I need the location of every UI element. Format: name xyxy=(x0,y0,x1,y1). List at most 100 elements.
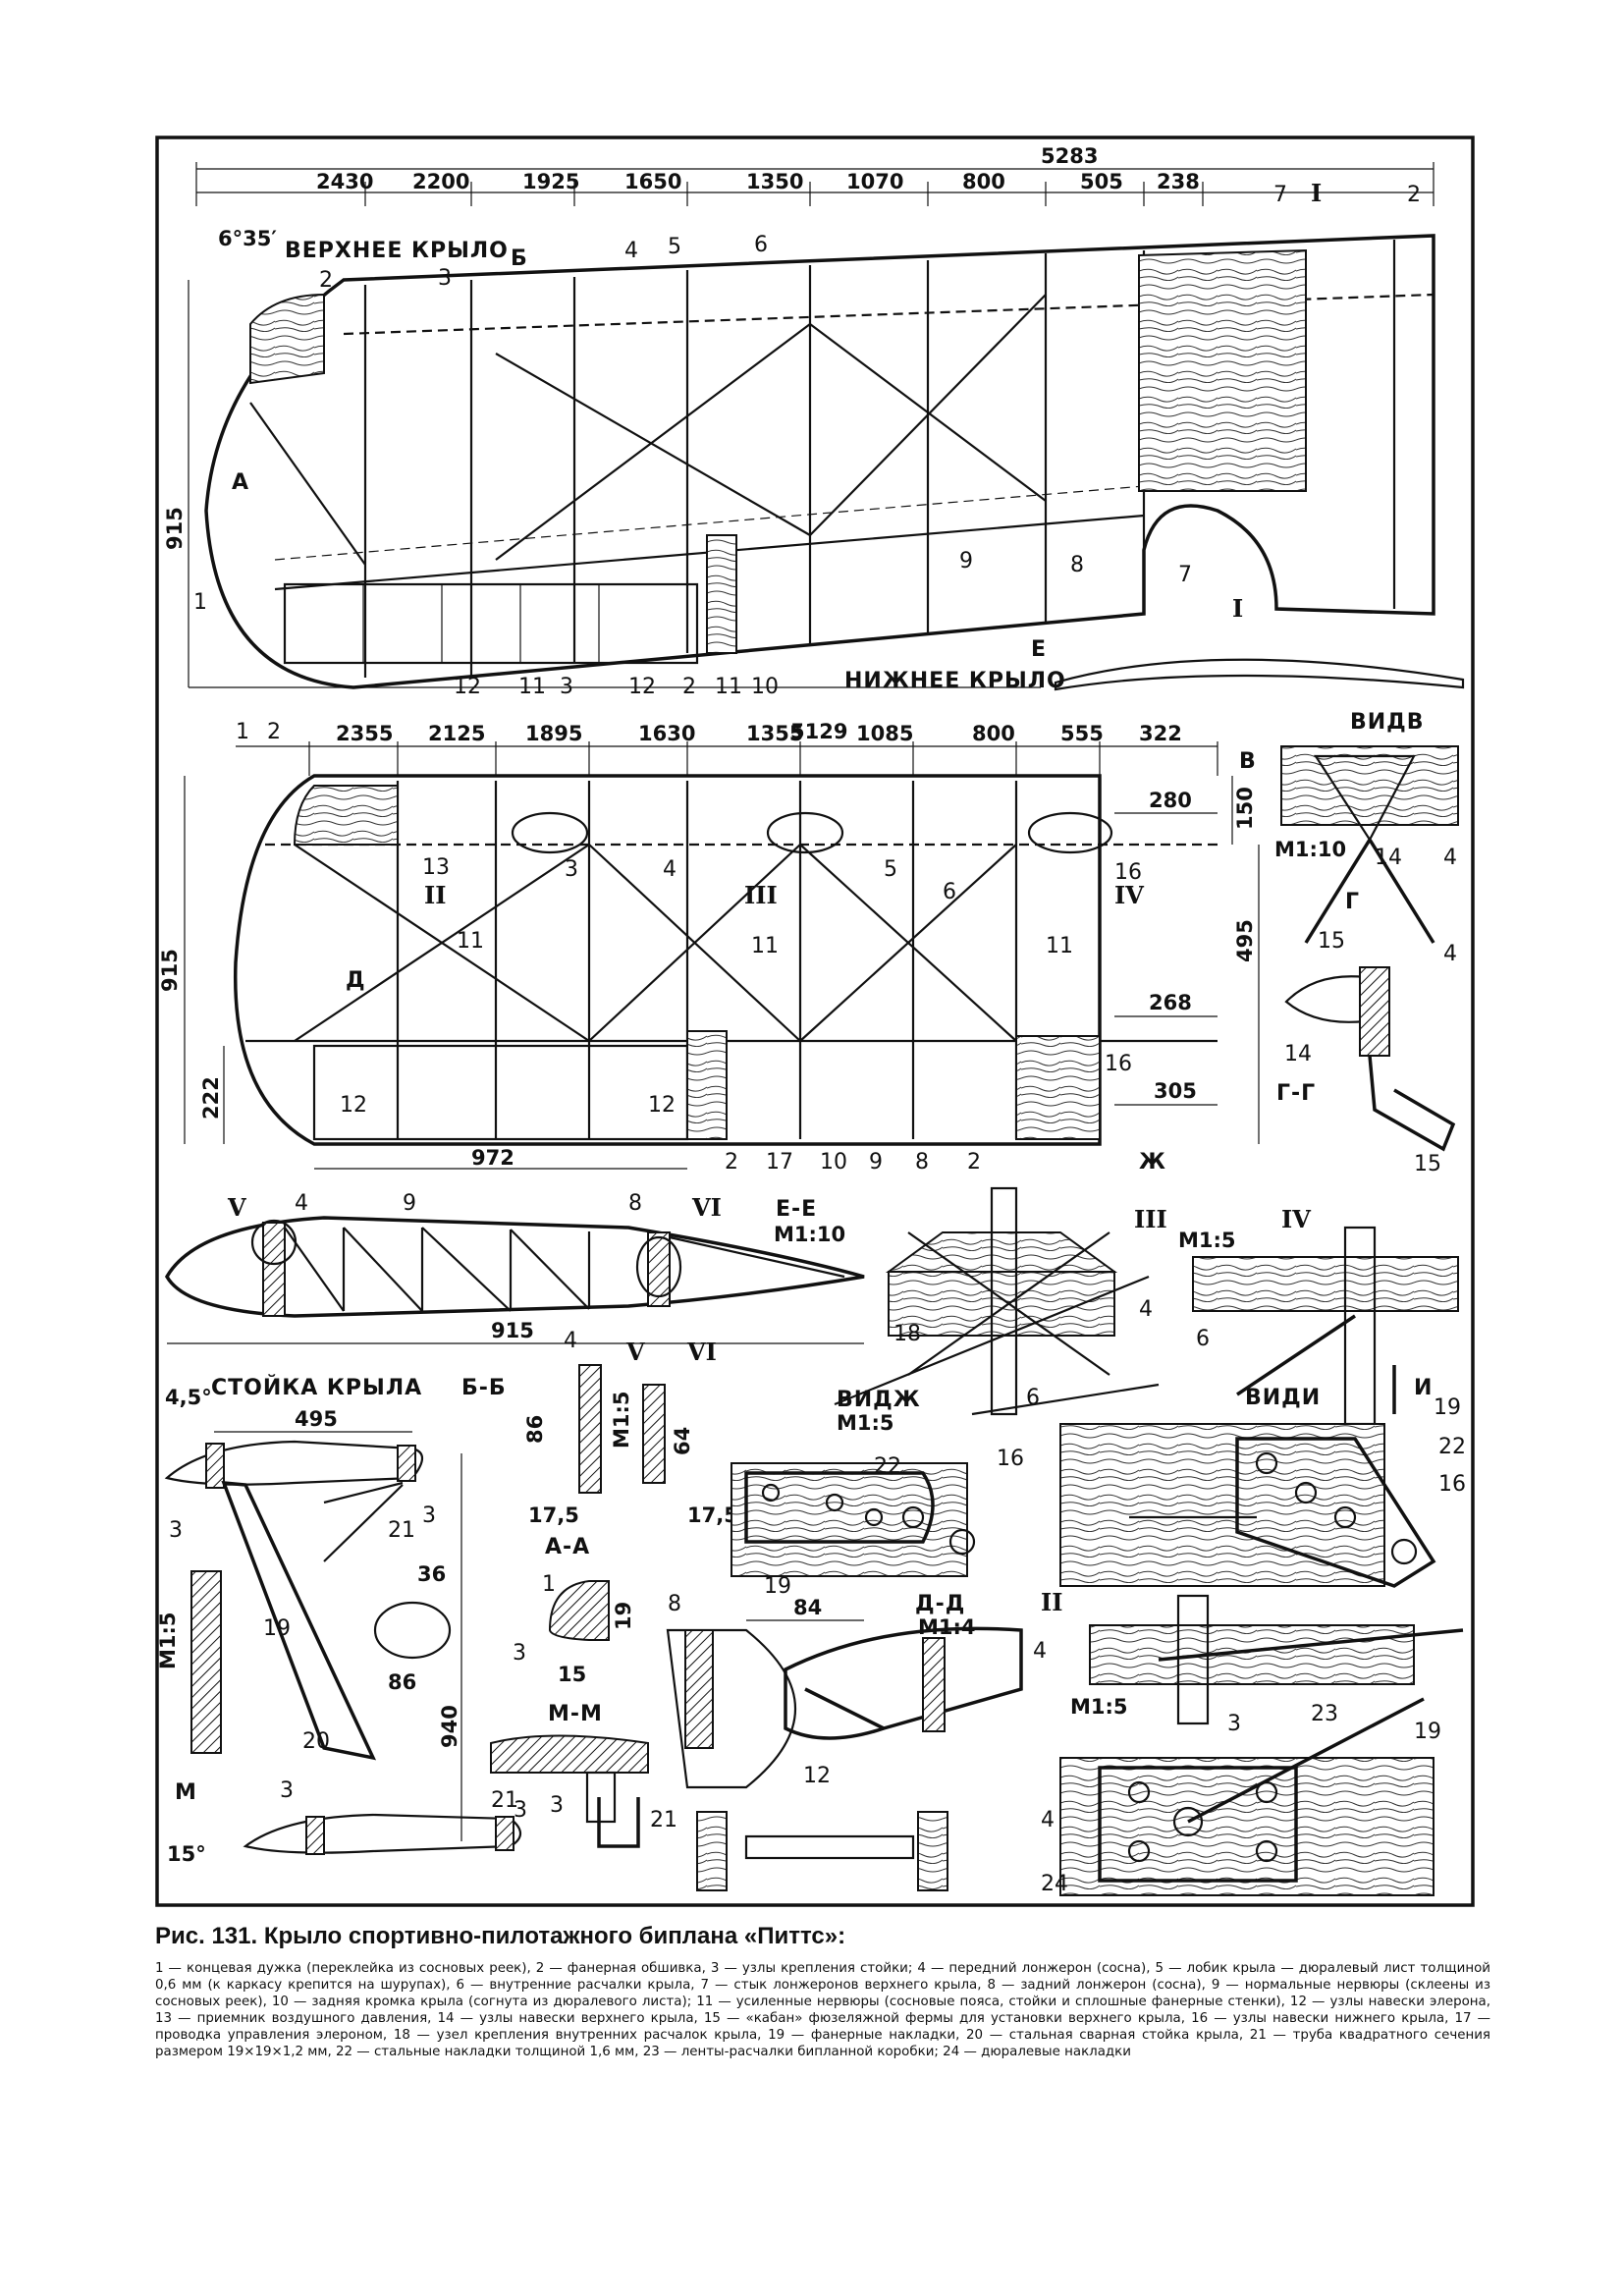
callout: 12 xyxy=(454,675,481,699)
callout: 18 xyxy=(893,1322,921,1346)
callout: 9 xyxy=(869,1150,883,1175)
callout: 11 xyxy=(457,929,484,954)
section-mm-title: М-М xyxy=(548,1702,603,1726)
callout: 16 xyxy=(1105,1052,1132,1076)
upper-span-total: 5283 xyxy=(1041,144,1098,168)
callout: 23 xyxy=(1311,1702,1338,1726)
callout: 9 xyxy=(959,549,973,574)
callout: 2 xyxy=(682,675,696,699)
upper-wing-angle: 6°35′ xyxy=(218,227,277,250)
section-mark-b: Б xyxy=(511,246,528,271)
detail-ii-scale: М1:5 xyxy=(1070,1695,1128,1719)
drawing-frame xyxy=(155,136,1475,1907)
strut-mark-m: М xyxy=(175,1780,197,1805)
callout: 6 xyxy=(943,880,956,904)
callout: 11 xyxy=(751,934,779,958)
upper-wing-title: ВЕРХНЕЕ КРЫЛО xyxy=(285,239,509,263)
callout: 22 xyxy=(1438,1435,1466,1459)
callout: 8 xyxy=(1070,553,1084,577)
lower-dim: 150 xyxy=(1233,787,1257,830)
upper-bay-dim: 2200 xyxy=(412,170,469,193)
lower-bay-dim: 555 xyxy=(1060,722,1104,745)
callout: 21 xyxy=(650,1808,677,1832)
caption-title: Рис. 131. Крыло спортивно-пилотажного би… xyxy=(155,1923,846,1949)
detail-mark-iii: III xyxy=(744,881,778,909)
strut-dim: 940 xyxy=(438,1705,461,1748)
upper-bay-dim: 1650 xyxy=(624,170,681,193)
section-dd-dim: 84 xyxy=(793,1596,822,1619)
callout: 16 xyxy=(1438,1472,1466,1497)
lower-dim: 268 xyxy=(1149,991,1192,1014)
detail-ii-title: II xyxy=(1041,1588,1062,1616)
detail-mark-i: I xyxy=(1311,179,1322,207)
callout: 8 xyxy=(668,1592,681,1616)
callout: 4 xyxy=(1033,1639,1047,1664)
upper-bay-dim: 505 xyxy=(1080,170,1123,193)
section-mark-a: А xyxy=(232,470,249,495)
section-aa-dim: 15 xyxy=(558,1663,586,1686)
section-aa: А-А 1 3 19 15 xyxy=(513,1535,635,1686)
callout: 19 xyxy=(263,1616,291,1641)
callout: VI xyxy=(691,1193,722,1222)
callout: 4 xyxy=(564,1329,577,1353)
callout: 15 xyxy=(1414,1152,1441,1176)
detail-iii: III 18 6 4 xyxy=(834,1186,1167,1416)
lower-wing-title: НИЖНЕЕ КРЫЛО xyxy=(844,669,1066,693)
section-ee-airfoil: 915 Е-Е М1:10 V 4 9 8 VI xyxy=(164,1191,865,1344)
callout: 3 xyxy=(565,857,578,882)
callout: 13 xyxy=(422,855,450,880)
spar-dim: 86 xyxy=(523,1415,547,1444)
lower-bay-dim: 1085 xyxy=(856,722,913,745)
lower-bay-dim: 2355 xyxy=(336,722,393,745)
view-zh-title: ВИДЖ xyxy=(837,1388,921,1412)
spar-dim: 64 xyxy=(671,1427,694,1455)
upper-bay-dim: 2430 xyxy=(316,170,373,193)
view-i-title: ВИДИ xyxy=(1245,1386,1321,1410)
callout: 12 xyxy=(628,675,656,699)
view-arrow-i: И xyxy=(1414,1376,1433,1400)
callout: 7 xyxy=(1178,563,1192,587)
lower-dim: 305 xyxy=(1154,1079,1197,1103)
figure-caption: Рис. 131. Крыло спортивно-пилотажного би… xyxy=(155,1923,1490,2060)
callout: 4 xyxy=(624,239,638,263)
section-dd: Д-Д М1:4 84 12 xyxy=(666,1592,1023,1891)
callout: 11 xyxy=(1046,934,1073,958)
callout: 9 xyxy=(403,1191,416,1216)
callout: 4 xyxy=(295,1191,308,1216)
section-mark-v: В xyxy=(1239,749,1257,774)
upper-bay-dim: 800 xyxy=(962,170,1005,193)
callout: 4 xyxy=(1041,1808,1055,1832)
upper-wing-drawing: 5283 2430 2200 1925 1650 1350 1070 800 5… xyxy=(163,144,1465,699)
section-mark-zh: Ж xyxy=(1139,1150,1166,1175)
lower-dim: 495 xyxy=(1233,919,1257,962)
callout: 3 xyxy=(438,266,452,291)
lower-dim: 280 xyxy=(1149,789,1192,812)
callout: 6 xyxy=(754,233,768,257)
callout: 3 xyxy=(560,675,573,699)
section-g-g-title: Г-Г xyxy=(1276,1081,1316,1106)
callout: 2 xyxy=(319,268,333,293)
callout: 11 xyxy=(518,675,546,699)
lower-bay-dim: 322 xyxy=(1139,722,1182,745)
strut-title: СТОЙКА КРЫЛА xyxy=(211,1375,422,1400)
callout: 15 xyxy=(1318,929,1345,954)
callout: 12 xyxy=(648,1093,676,1118)
strut-dim: 86 xyxy=(388,1670,416,1694)
callout: 2 xyxy=(967,1150,981,1175)
section-ee-title: Е-Е xyxy=(776,1197,817,1222)
view-i: ВИДИ 19 22 16 xyxy=(1059,1386,1466,1588)
lower-chord-dim: 915 xyxy=(158,949,182,992)
detail-mark-ii: II xyxy=(424,881,446,909)
callout: 8 xyxy=(628,1191,642,1216)
detail-mark-iv: IV xyxy=(1114,881,1144,909)
lower-wing-drawing: 5129 2355 2125 1895 1630 1355 1085 800 5… xyxy=(158,669,1260,1175)
spar-scale: М1:5 xyxy=(610,1391,633,1449)
section-mark-d: Д xyxy=(346,968,366,993)
view-v-title: ВИДВ xyxy=(1350,710,1425,735)
callout: 16 xyxy=(1114,860,1142,885)
callout: 11 xyxy=(715,675,742,699)
callout: 3 xyxy=(169,1518,183,1543)
lower-bay-dim: 2125 xyxy=(428,722,485,745)
upper-bay-dim: 1925 xyxy=(522,170,579,193)
